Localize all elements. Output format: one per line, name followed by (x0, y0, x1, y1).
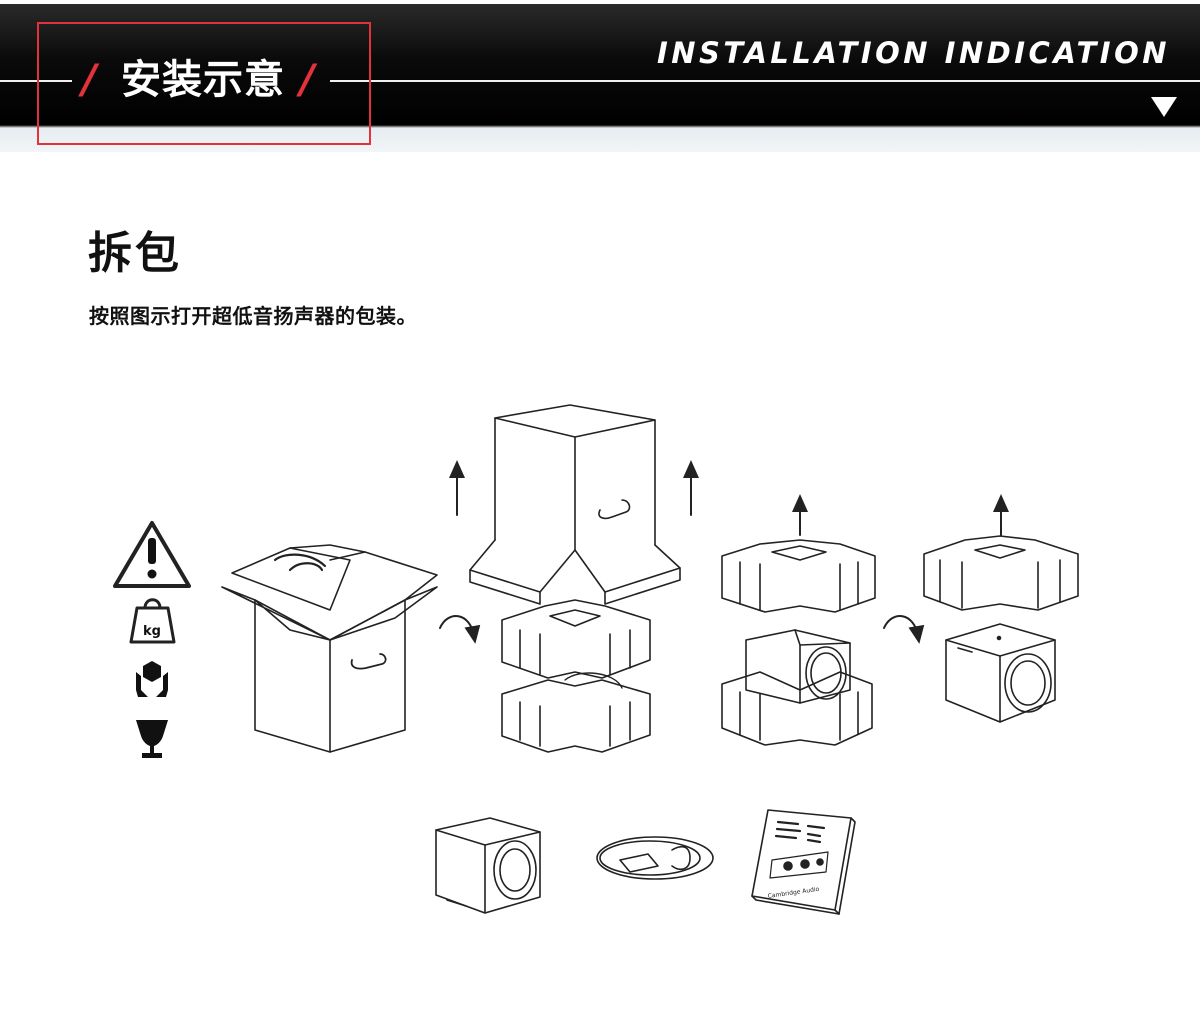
foam-stack (501, 599, 651, 753)
foam-top-removed (923, 535, 1079, 611)
header-rule-left (0, 80, 72, 82)
subwoofer-unpacked (945, 623, 1056, 723)
slash-left: / (82, 57, 97, 103)
chevron-down-icon (1151, 97, 1177, 117)
section-description: 按照图示打开超低音扬声器的包装。 (89, 304, 417, 328)
subwoofer-in-foam (721, 629, 873, 746)
power-cable (596, 836, 714, 880)
lifted-sleeve (469, 404, 681, 605)
slash-right: / (300, 57, 315, 103)
user-manual: Cambridge Audio (751, 809, 856, 915)
manual-brand-label: Cambridge Audio (767, 886, 820, 900)
header-banner: / 安装示意 / INSTALLATION INDICATION (0, 0, 1200, 152)
foam-top-lifted (721, 539, 876, 613)
page-title-english: INSTALLATION INDICATION (656, 36, 1170, 70)
handle-with-care-icon (136, 661, 168, 697)
open-carton (221, 544, 438, 753)
section-title: 拆包 (88, 228, 182, 279)
subwoofer-product (435, 817, 541, 914)
weight-kg-icon: kg (129, 598, 176, 644)
weight-kg-label: kg (143, 624, 161, 639)
page-title: 安装示意 (121, 57, 285, 103)
header-rule-right (330, 80, 1200, 82)
fragile-icon (136, 720, 168, 758)
title-highlight-frame (37, 22, 371, 145)
warning-icon (113, 521, 191, 588)
